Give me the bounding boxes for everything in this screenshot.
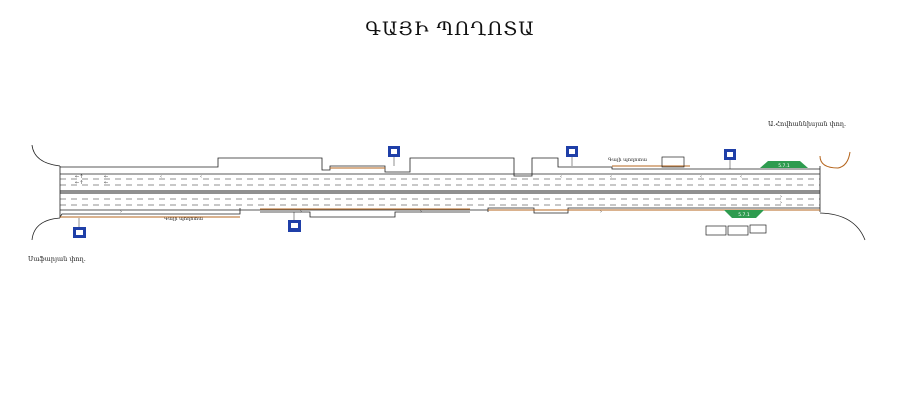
svg-text:›: ›	[600, 209, 602, 215]
kiosk-box-top	[661, 156, 685, 168]
svg-text:←↑: ←↑	[75, 174, 83, 180]
svg-text:5.7.1: 5.7.1	[738, 212, 750, 218]
svg-text:‹: ‹	[560, 174, 562, 180]
corner-curb-bottom-left	[31, 217, 61, 241]
svg-text:‹: ‹	[740, 174, 742, 180]
svg-text:›: ›	[780, 194, 782, 200]
blue-sign-2	[566, 146, 578, 166]
svg-text:‹: ‹	[700, 174, 702, 180]
blue-sign-5	[288, 212, 301, 232]
svg-text:5.7.1: 5.7.1	[778, 163, 790, 169]
street-label-bottom-left: Սաֆարյան փող.	[28, 255, 86, 263]
svg-text:‹: ‹	[610, 174, 612, 180]
svg-text:›: ›	[780, 200, 782, 206]
corner-curb-bottom-right	[819, 212, 866, 241]
box-bottom-1	[705, 225, 727, 236]
blue-sign-1	[388, 146, 400, 166]
svg-text:←: ←	[104, 180, 108, 186]
parking-label-top: Գայի պողոտա	[608, 157, 647, 163]
bottom-building-line-left	[59, 208, 241, 218]
svg-text:←↑: ←↑	[75, 180, 83, 186]
svg-text:‹: ‹	[200, 174, 202, 180]
svg-text:‹: ‹	[160, 174, 162, 180]
bottom-building-line-right	[487, 207, 820, 214]
svg-text:←: ←	[104, 174, 108, 180]
blue-sign-3	[724, 149, 736, 169]
parking-label-bottom: Գայի պողոտա	[164, 216, 203, 222]
top-building-line	[60, 157, 820, 177]
corner-curb-top-right	[819, 151, 851, 169]
corner-curb-top-left	[31, 144, 61, 167]
page-title: ԳԱՅԻ ՊՈՂՈՏԱ	[365, 18, 535, 40]
box-bottom-2	[727, 225, 749, 236]
street-label-top-right: Ա.Հովհաննիսյան փող.	[768, 120, 847, 128]
green-sign-bottom: 5.7.1	[724, 210, 764, 218]
box-bottom-3	[749, 224, 767, 234]
blue-sign-4	[73, 218, 86, 238]
bottom-building-line-mid	[260, 211, 470, 218]
green-sign-top: 5.7.1	[760, 161, 808, 169]
lane-arrows: ←↑←↑ ←← ‹‹ ‹‹ ‹‹ ›› ›› ››	[75, 174, 782, 215]
svg-text:›: ›	[120, 209, 122, 215]
